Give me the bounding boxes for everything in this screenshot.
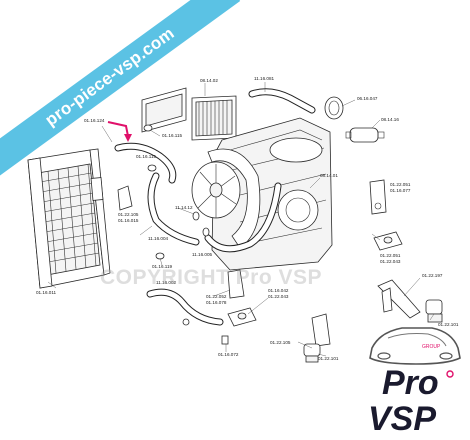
provsp-logo: GROUP Pro VSP [368,327,461,438]
part-number: 08.14.01 [320,173,338,178]
part-number: 08.14.02 [200,78,218,83]
part-number: 01.22.105 [118,212,139,217]
part-number: 11.16.002 [156,280,177,285]
part-number: 11.16.004 [148,236,169,241]
part-number: 11.14.12 [175,205,193,210]
part-number: 01.16.011 [36,290,57,295]
fuel-filter [345,127,385,143]
logo-word-top: Pro [382,364,439,402]
part-number: 01.22.043 [380,259,401,264]
leader-lines [47,82,435,357]
part-number: 01.22.105 [270,340,291,345]
shroud-panel [141,87,187,133]
upper-radiator-hose [114,142,177,184]
bottom-hose [146,288,224,326]
bracket-middle [227,269,245,299]
bracket-rear [377,279,421,319]
part-number: 01.22.043 [268,294,289,299]
copyright-watermark: COPYRIGHT Pro VSP [100,266,323,289]
logo-tag: GROUP [422,344,441,350]
part-number: 01.16.124 [84,118,105,123]
part-number: 01.22.051 [390,182,411,187]
part-number: 01.22.052 [206,294,227,299]
car-icon [369,327,461,365]
part-number: 01.16.015 [118,218,139,223]
part-number: 01.22.101 [438,322,459,327]
long-bypass-hose [204,182,282,253]
part-number: 11.16.005 [192,252,213,257]
part-number: 01.16.115 [136,154,157,159]
bolt [221,335,229,345]
part-number: 01.16.042 [268,288,289,293]
bracket-bottom [311,313,331,347]
part-number: 01.22.197 [422,273,443,278]
part-number: 11.16.081 [254,76,275,81]
bracket-right [369,179,387,215]
cooling-fan [191,148,261,249]
engine-mount-middle [227,307,257,327]
part-number: 01.16.077 [390,188,411,193]
small-clamps [143,124,210,326]
bracket-left [117,185,133,211]
part-number: 01.16.078 [206,300,227,305]
top-hose [248,88,316,114]
part-number: 08.14.16 [381,117,399,122]
part-number: 01.16.115 [162,133,183,138]
part-number: 06.16.047 [357,96,378,101]
part-number: 01.16.119 [152,264,173,269]
engine-mount-bottom [303,343,321,363]
part-number: 01.16.072 [218,352,239,357]
part-number: 01.22.101 [318,356,339,361]
highlight-arrow [107,121,132,142]
part-number: 01.22.051 [380,253,401,258]
logo-word-bottom: VSP [368,400,436,438]
engine-mount-right [373,231,403,251]
air-filter [191,95,237,141]
part-number-labels: 08.14.02 11.16.081 06.16.047 08.14.16 01… [36,76,459,361]
hose-clamp [324,96,344,120]
lower-radiator-hose [147,172,200,246]
radiator [27,148,111,289]
